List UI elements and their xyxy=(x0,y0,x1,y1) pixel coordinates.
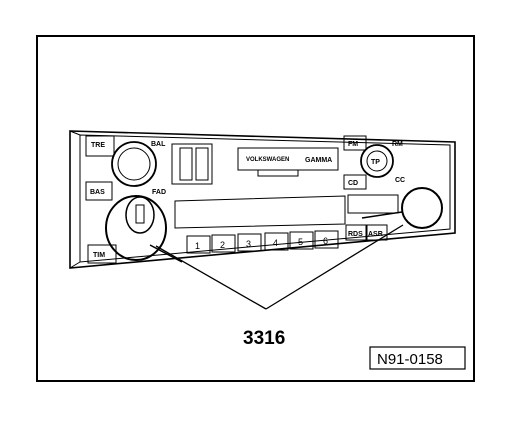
label-model: GAMMA xyxy=(305,157,332,164)
preset-button-3 xyxy=(237,233,262,252)
preset-label-1: 1 xyxy=(195,241,200,251)
label-asr: ASR xyxy=(368,231,383,238)
reference-code: N91-0158 xyxy=(377,351,443,368)
reference-box xyxy=(369,346,466,370)
preset-button-4 xyxy=(264,232,289,251)
cd-button xyxy=(343,174,367,190)
cassette-slot xyxy=(174,195,346,229)
callout-leaders xyxy=(155,224,404,310)
label-brand: VOLKSWAGEN xyxy=(246,157,289,163)
bas-button xyxy=(85,181,113,201)
preset-label-4: 4 xyxy=(273,238,278,248)
label-tre: TRE xyxy=(91,142,105,149)
tre-button xyxy=(85,135,115,157)
label-rds: RDS xyxy=(348,231,363,238)
tp-button xyxy=(366,150,388,172)
preset-button-1 xyxy=(186,235,211,254)
label-fad: FAD xyxy=(152,189,166,196)
rds-button xyxy=(345,224,367,241)
label-fm: FM xyxy=(348,141,358,148)
label-tim: TIM xyxy=(93,252,105,259)
preset-buttons xyxy=(186,230,339,254)
volume-knob xyxy=(111,141,157,187)
fm-button xyxy=(343,135,367,151)
seek-buttons xyxy=(347,194,399,214)
preset-label-5: 5 xyxy=(298,237,303,247)
label-bas: BAS xyxy=(90,189,105,196)
label-tp: TP xyxy=(371,159,380,166)
preset-button-5 xyxy=(289,231,314,250)
tool-callout-number: 3316 xyxy=(243,328,285,349)
preset-label-2: 2 xyxy=(220,240,225,250)
asr-button xyxy=(366,224,388,241)
volume-knob-inner xyxy=(117,147,151,181)
preset-label-6: 6 xyxy=(323,236,328,246)
label-bal: BAL xyxy=(151,141,166,148)
radio-unit xyxy=(69,130,456,269)
eject-dial xyxy=(125,196,155,234)
label-cc: CC xyxy=(395,177,405,184)
preset-button-2 xyxy=(211,234,236,253)
tuning-knob xyxy=(360,144,394,178)
tim-button xyxy=(87,244,117,264)
preset-button-6 xyxy=(314,230,339,249)
label-cd: CD xyxy=(348,180,358,187)
label-rm: RM xyxy=(392,141,403,148)
preset-label-3: 3 xyxy=(246,239,251,249)
removal-tool-left xyxy=(105,195,183,263)
removal-tool-right xyxy=(361,187,443,229)
outer-frame xyxy=(36,35,475,382)
